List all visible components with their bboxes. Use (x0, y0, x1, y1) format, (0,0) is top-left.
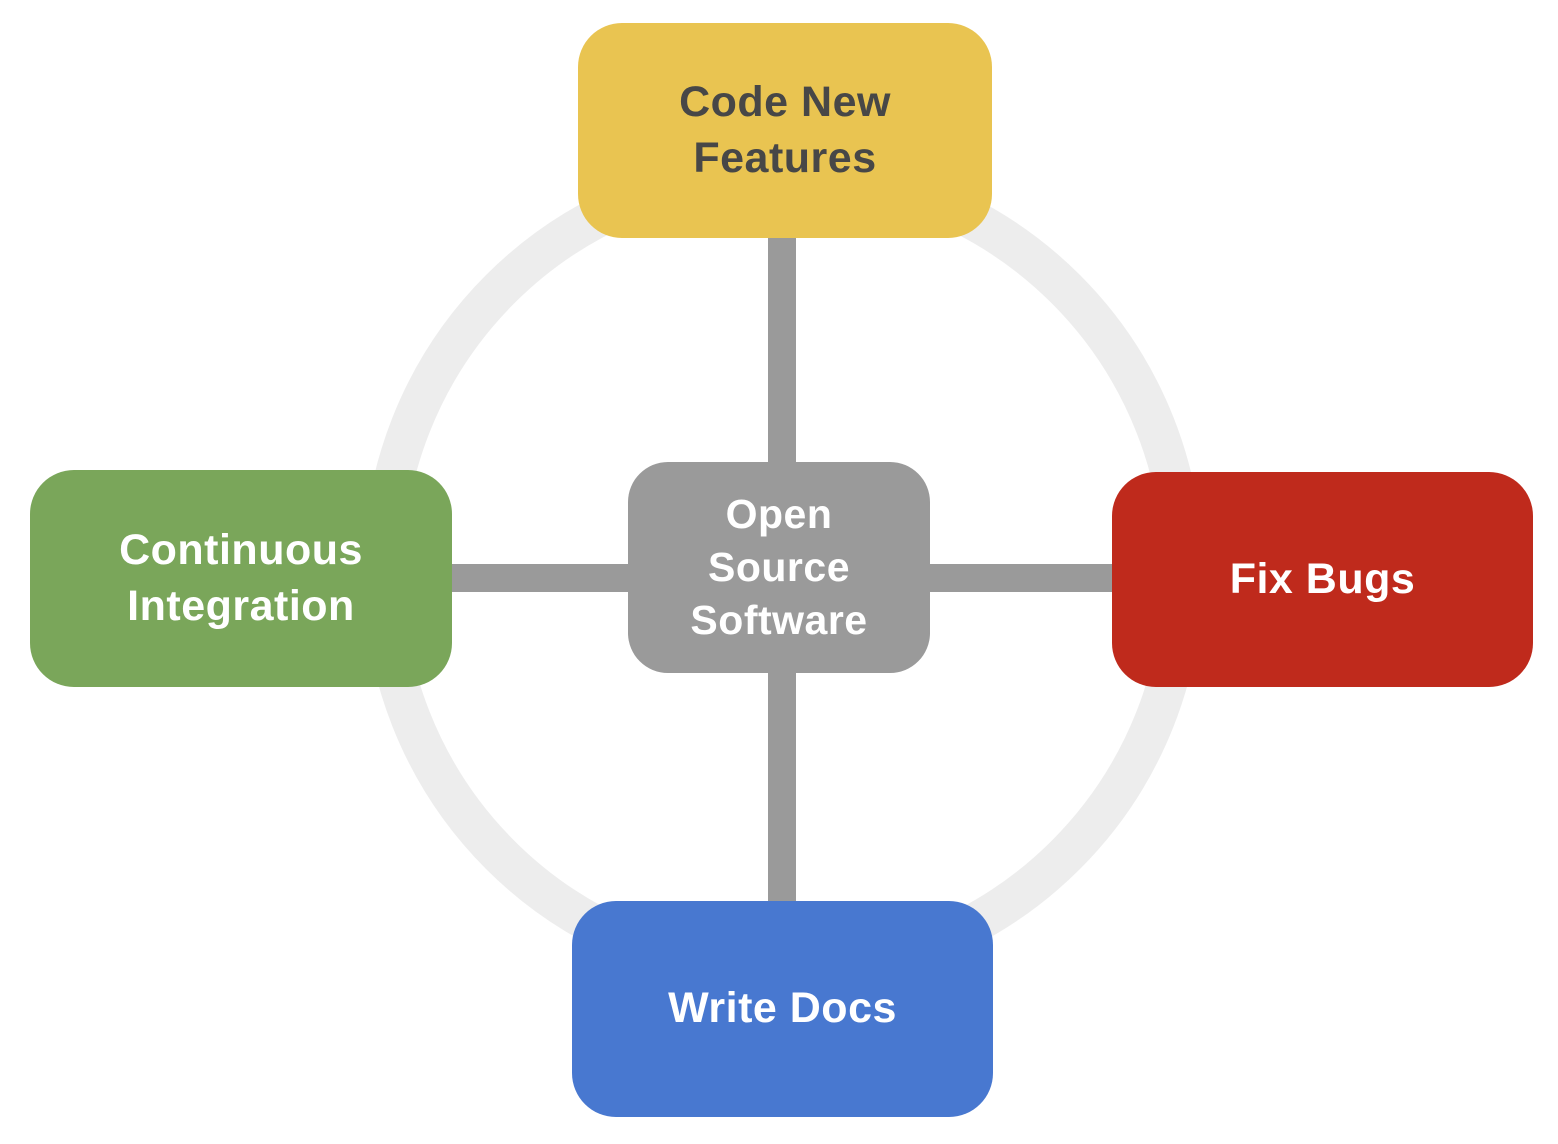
node-open-source-software: Open Source Software (628, 462, 930, 673)
node-fix-bugs: Fix Bugs (1112, 472, 1533, 687)
node-write-docs: Write Docs (572, 901, 993, 1117)
node-code-new-features: Code New Features (578, 23, 992, 238)
node-continuous-integration: Continuous Integration (30, 470, 452, 687)
